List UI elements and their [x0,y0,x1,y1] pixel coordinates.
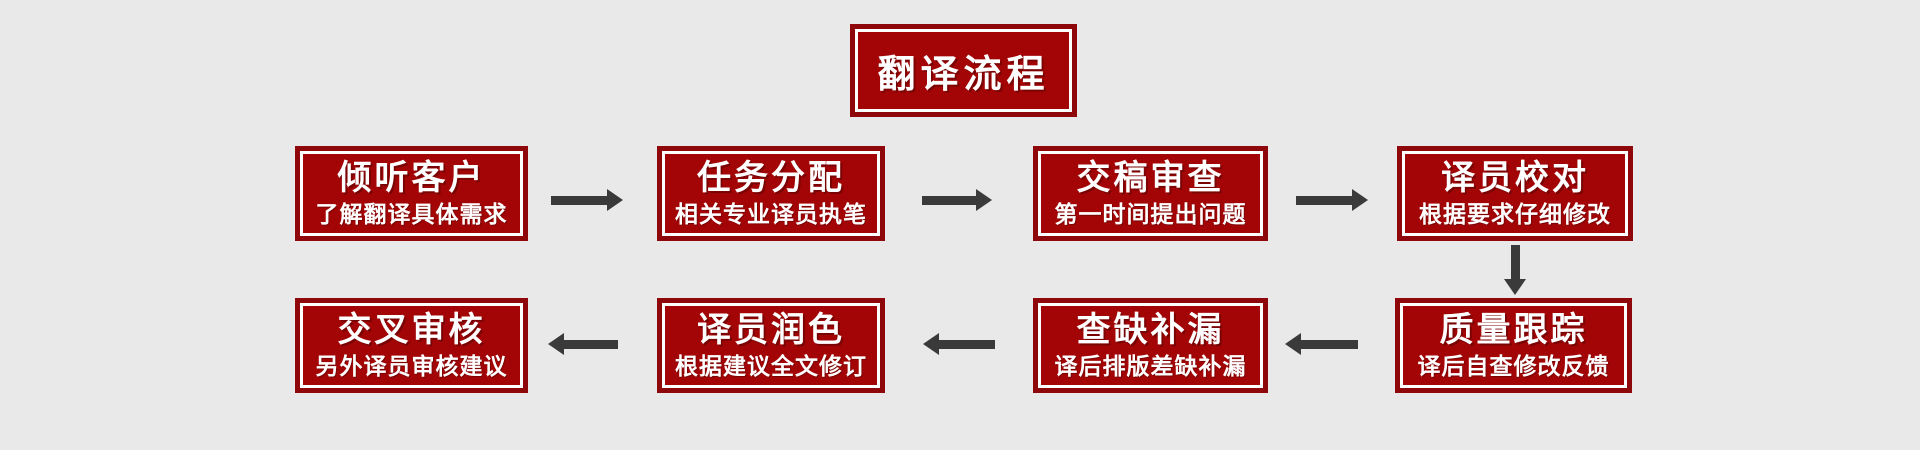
arrow-left-icon [923,333,995,355]
arrow-head [1285,333,1301,355]
step-subtitle: 译后自查修改反馈 [1417,352,1610,379]
arrow-head [976,189,992,211]
step-title: 查缺补漏 [1076,310,1225,349]
arrow-head [923,333,939,355]
arrow-head [548,333,564,355]
step-title: 任务分配 [697,158,845,197]
arrow-shaft [564,339,618,349]
step-subtitle: 相关专业译员执笔 [675,200,867,227]
step-subtitle: 第一时间提出问题 [1054,200,1247,227]
arrow-shaft [939,339,995,349]
step-subtitle: 根据建议全文修订 [675,352,867,379]
arrow-head [607,189,623,211]
step-box-listen-client: 倾听客户 了解翻译具体需求 [295,146,528,241]
step-box-translator-proofread: 译员校对 根据要求仔细修改 [1397,146,1633,241]
step-subtitle: 了解翻译具体需求 [315,200,508,227]
step-box-cross-review: 交叉审核 另外译员审核建议 [295,298,528,393]
step-box-translator-polish: 译员润色 根据建议全文修订 [657,298,885,393]
step-title: 译员校对 [1441,158,1589,197]
arrow-right-icon [551,189,623,211]
step-title: 交叉审核 [337,310,486,349]
arrow-shaft [551,195,607,205]
step-box-quality-tracking: 质量跟踪 译后自查修改反馈 [1395,298,1632,393]
arrow-shaft [1301,339,1358,349]
step-subtitle: 译后排版差缺补漏 [1054,352,1247,379]
step-title: 质量跟踪 [1439,310,1588,349]
step-title: 倾听客户 [337,158,486,197]
step-subtitle: 根据要求仔细修改 [1419,200,1611,227]
step-subtitle: 另外译员审核建议 [315,352,508,379]
step-box-task-assignment: 任务分配 相关专业译员执笔 [657,146,885,241]
arrow-down-icon [1504,245,1526,295]
flowchart-title-box: 翻译流程 [850,24,1077,117]
step-title: 译员润色 [697,310,845,349]
arrow-left-icon [1285,333,1358,355]
arrow-right-icon [1296,189,1368,211]
flowchart-title: 翻译流程 [877,54,1050,96]
arrow-shaft [1296,195,1352,205]
arrow-head [1352,189,1368,211]
step-box-draft-review: 交稿审查 第一时间提出问题 [1033,146,1268,241]
arrow-right-icon [922,189,992,211]
step-title: 交稿审查 [1076,158,1225,197]
arrow-shaft [1510,245,1520,279]
arrow-head [1504,279,1526,295]
arrow-shaft [922,195,976,205]
step-box-gap-filling: 查缺补漏 译后排版差缺补漏 [1033,298,1268,393]
arrow-left-icon [548,333,618,355]
